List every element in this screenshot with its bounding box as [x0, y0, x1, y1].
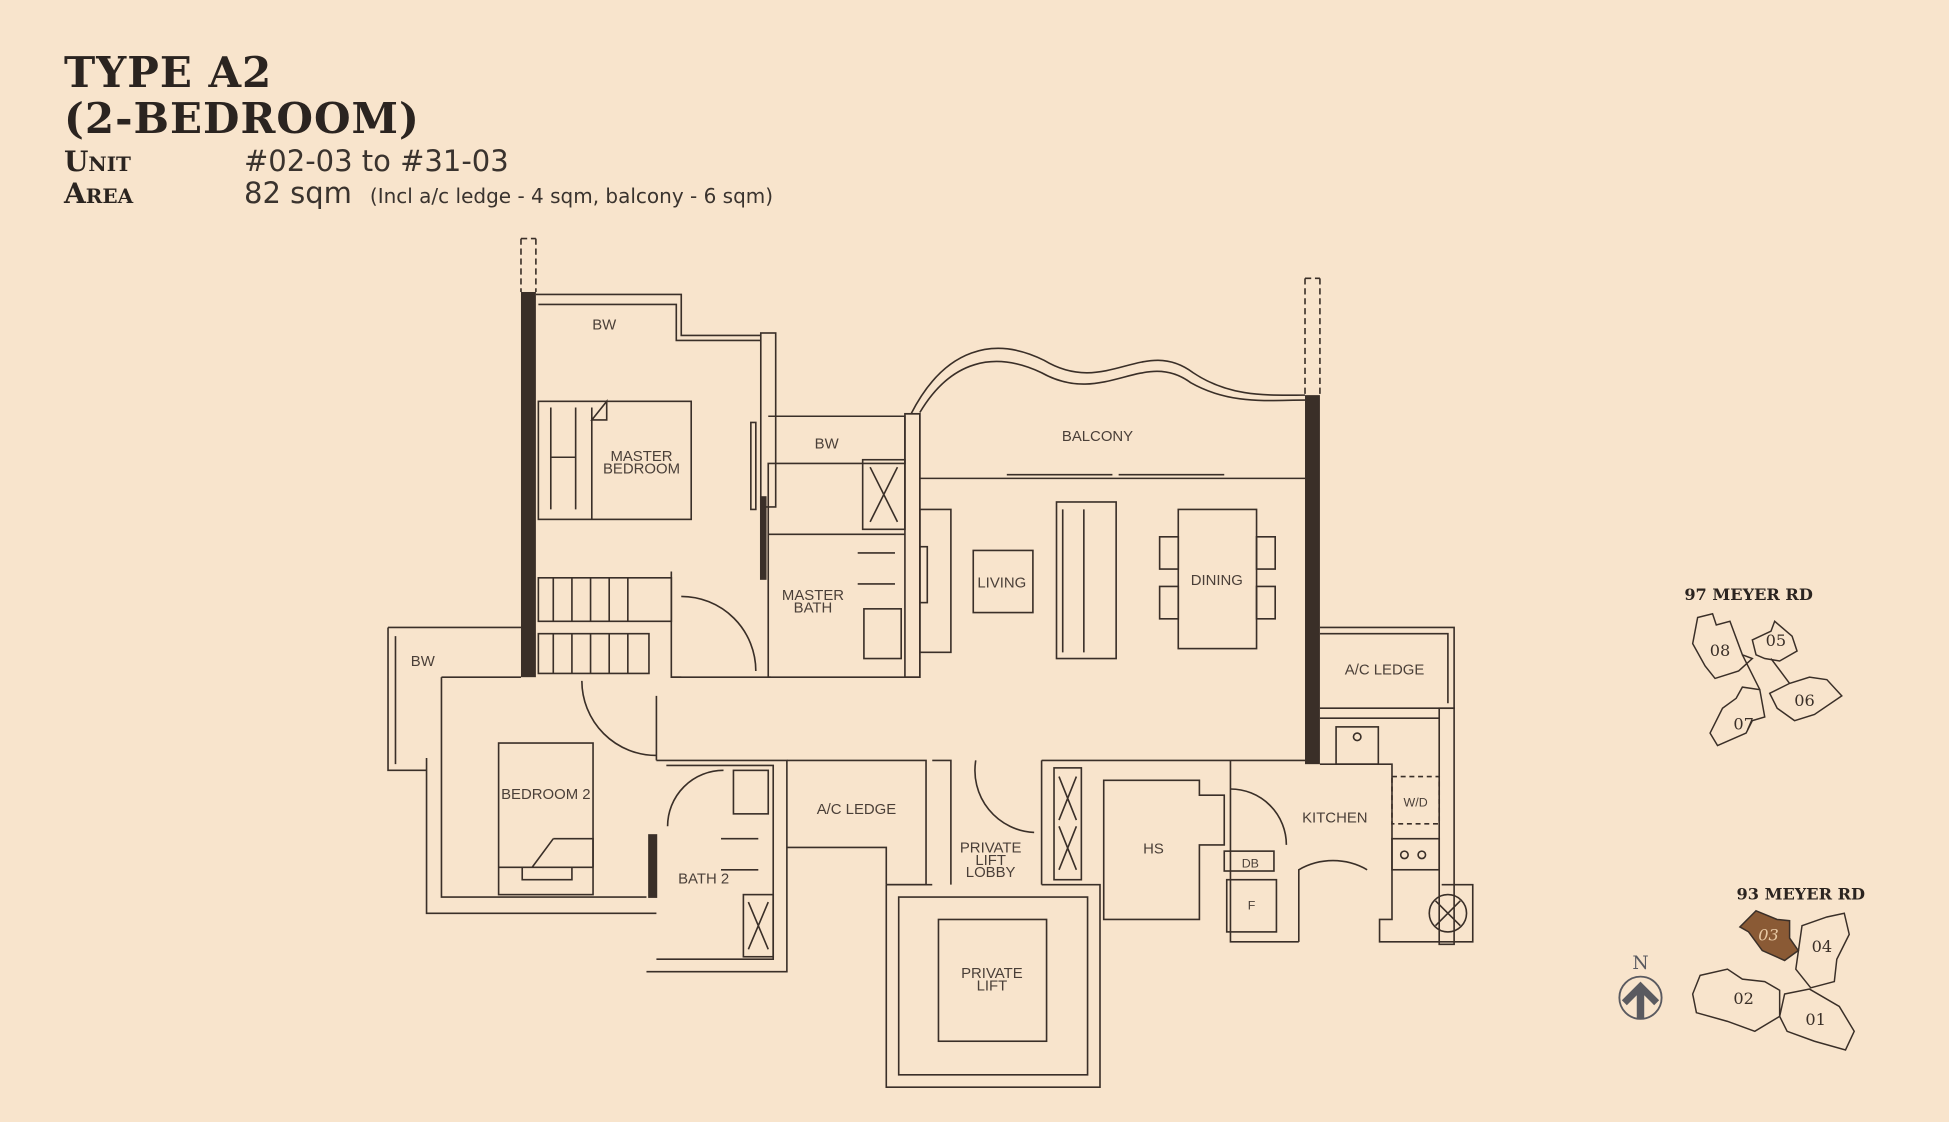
label-lift-lobby-2: LIFT [975, 853, 1006, 869]
area-label: Area [64, 177, 134, 210]
unit-03: 03 [1758, 926, 1779, 945]
unit-06: 06 [1794, 691, 1815, 710]
unit-02: 02 [1733, 989, 1754, 1008]
label-bw-master: BW [592, 317, 617, 333]
label-dining: DINING [1191, 573, 1243, 589]
label-balcony: BALCONY [1062, 429, 1133, 445]
unit-label: Unit [64, 145, 131, 178]
floor-plan-lines [387, 237, 1474, 1089]
label-wd: W/D [1404, 795, 1428, 809]
label-master-bedroom-2: BEDROOM [603, 461, 680, 477]
bedroom-count-title: (2-BEDROOM) [64, 94, 420, 143]
room-labels: BW MASTER BEDROOM BW BALCONY MASTER BATH… [411, 317, 1428, 994]
label-kitchen: KITCHEN [1302, 811, 1367, 827]
label-bath2: BATH 2 [678, 871, 729, 887]
label-master-bath: MASTER [782, 588, 844, 604]
label-lift-lobby-3: LOBBY [966, 865, 1016, 881]
unit-05: 05 [1766, 631, 1787, 650]
label-bw-bedroom2: BW [411, 654, 436, 670]
block-93-label: 93 MEYER RD [1737, 885, 1866, 904]
area-row: Area 82 sqm (Incl a/c ledge - 4 sqm, bal… [64, 176, 774, 210]
unit-04: 04 [1812, 937, 1833, 956]
block-97-outline [1691, 612, 1843, 747]
area-value: 82 sqm [244, 176, 352, 210]
key-plan: 97 MEYER RD 08 05 07 06 93 MEYER RD 03 0… [1618, 585, 1866, 1051]
label-ac-ledge-right: A/C LEDGE [1345, 663, 1425, 679]
unit-type-title: TYPE A2 [64, 48, 273, 97]
label-bw-bath: BW [815, 437, 840, 453]
label-master-bedroom: MASTER [610, 449, 672, 465]
block-97-label: 97 MEYER RD [1684, 585, 1813, 604]
unit-row: Unit #02-03 to #31-03 [64, 144, 773, 178]
unit-08: 08 [1710, 641, 1731, 660]
unit-03-highlight [1738, 909, 1800, 962]
label-living: LIVING [977, 576, 1026, 592]
label-private-lift-2: LIFT [977, 978, 1008, 994]
label-ac-ledge-mid: A/C LEDGE [817, 802, 897, 818]
unit-07: 07 [1733, 714, 1754, 733]
label-bedroom2: BEDROOM 2 [501, 787, 590, 803]
north-arrow-icon: N [1618, 953, 1663, 1020]
label-private-lift: PRIVATE [961, 966, 1023, 982]
unit-value: #02-03 to #31-03 [244, 144, 509, 178]
label-master-bath-2: BATH [794, 601, 833, 617]
north-label: N [1632, 953, 1648, 974]
block-93-outline [1691, 912, 1856, 1051]
label-hs: HS [1143, 842, 1164, 858]
unit-01: 01 [1805, 1010, 1826, 1029]
label-f: F [1248, 899, 1256, 913]
label-lift-lobby: PRIVATE [960, 840, 1022, 856]
label-db: DB [1242, 856, 1259, 870]
unit-header: TYPE A2 (2-BEDROOM) Unit #02-03 to #31-0… [64, 48, 774, 211]
area-note: (Incl a/c ledge - 4 sqm, balcony - 6 sqm… [369, 184, 774, 208]
